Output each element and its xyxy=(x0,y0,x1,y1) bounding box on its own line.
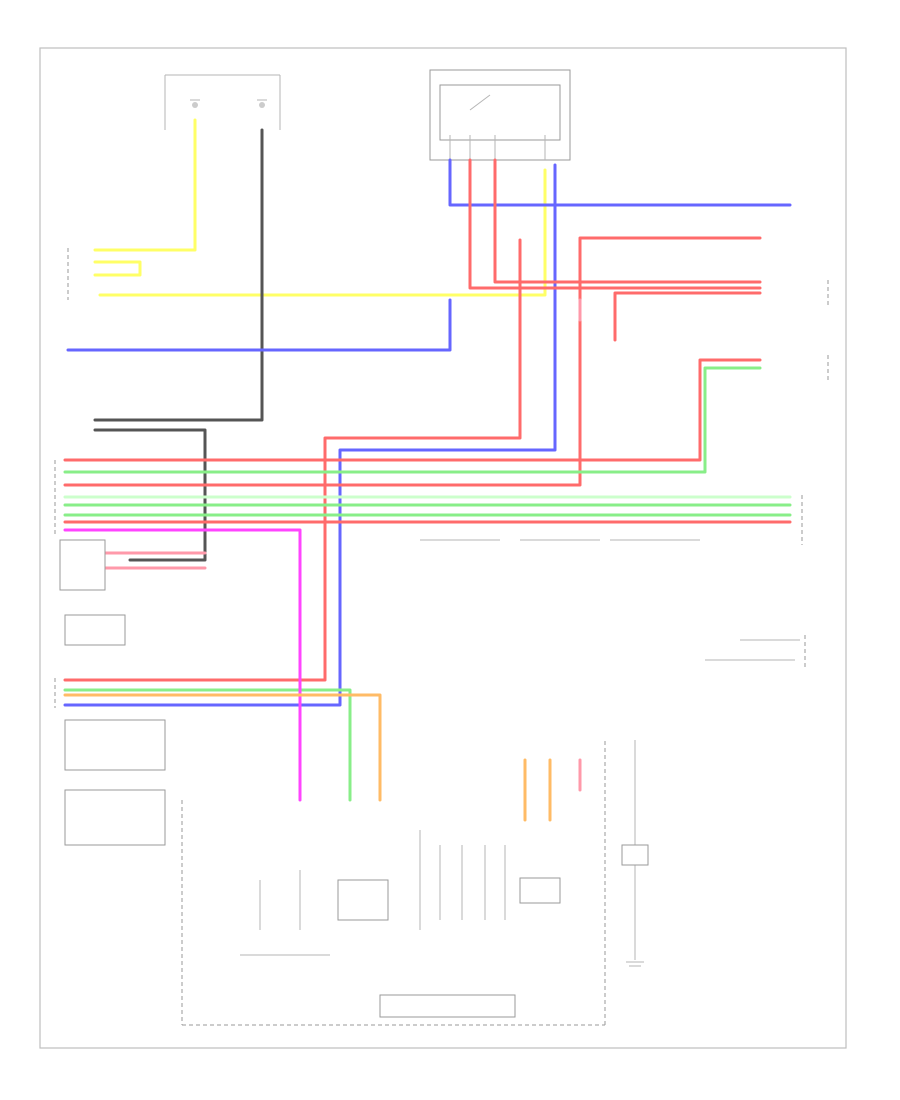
wire-blue-long xyxy=(63,163,557,707)
switches-mid-right xyxy=(420,495,806,670)
ground-branch-lower-right xyxy=(621,740,649,967)
wire-yellow-short xyxy=(93,260,142,277)
wire-yellow-fuse xyxy=(93,118,197,252)
wire-red-5 xyxy=(63,358,762,462)
diagram-frame xyxy=(39,47,847,1049)
wire-yellow-bus xyxy=(98,168,547,297)
wire-blue-left xyxy=(66,298,452,352)
wire-magenta xyxy=(63,528,302,802)
wire-red-2 xyxy=(493,158,762,284)
wire-red-3 xyxy=(63,236,762,487)
wire-red-1 xyxy=(468,158,762,290)
wire-dark-gray-2 xyxy=(93,428,207,562)
meter-connector-pins xyxy=(523,758,582,822)
wire-green-4 xyxy=(63,688,352,802)
wire-red-6 xyxy=(63,238,522,682)
wire-dark-gray xyxy=(93,128,264,422)
wire-blue-top xyxy=(448,158,792,207)
wire-orange xyxy=(63,693,382,802)
connectors-left xyxy=(54,248,166,846)
relay-module-top xyxy=(429,69,571,161)
wire-green-1 xyxy=(63,366,762,474)
wire-red-4 xyxy=(613,291,762,342)
fuse-block-top-left xyxy=(164,74,281,130)
combination-meter xyxy=(181,740,606,1026)
